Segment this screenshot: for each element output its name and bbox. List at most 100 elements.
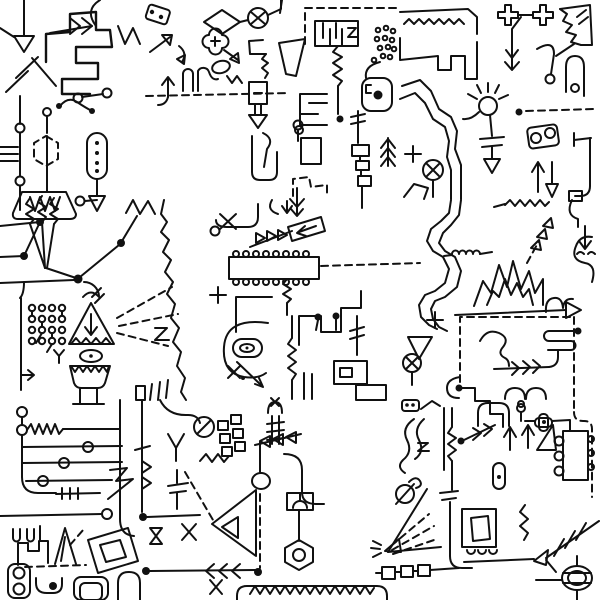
doodle-stroke (149, 383, 153, 401)
doodle-stroke (154, 327, 170, 341)
doodle-stroke (399, 8, 478, 35)
doodle-stroke (390, 45, 398, 53)
doodle-stroke (515, 108, 523, 116)
doodle-stroke (5, 70, 29, 93)
doodle-stroke (27, 325, 37, 335)
doodle-stroke (545, 559, 557, 573)
doodle-stroke (373, 90, 383, 100)
doodle-stroke (439, 490, 459, 494)
doodle-stroke (31, 57, 57, 87)
doodle-stroke (272, 433, 284, 446)
doodle-stroke (116, 332, 169, 347)
doodle-stroke (252, 278, 260, 286)
doodle-stroke (29, 223, 46, 269)
doodle-stroke (565, 55, 585, 97)
doodle-stroke (219, 213, 237, 230)
doodle-stroke (289, 198, 305, 208)
doodle-stroke (157, 381, 161, 401)
doodle-stroke (196, 419, 212, 435)
doodle-stroke (95, 141, 99, 145)
doodle-stroke (236, 585, 388, 600)
doodle-stroke (292, 250, 300, 258)
doodle-stroke (239, 19, 249, 23)
doodle-stroke (27, 369, 35, 381)
doodle-stroke (149, 569, 256, 572)
doodle-stroke (374, 26, 382, 34)
doodle-stroke (562, 430, 589, 481)
doodle-stroke (574, 327, 582, 335)
doodle-stroke (479, 330, 510, 367)
doodle-stroke (262, 132, 272, 168)
doodle-stroke (12, 566, 26, 580)
doodle-stroke (227, 365, 241, 379)
doodle-stroke (587, 449, 595, 457)
doodle-stroke (25, 197, 35, 225)
doodle-stroke (20, 252, 28, 260)
doodle-stroke (332, 45, 343, 87)
doodle-stroke (254, 433, 302, 446)
doodle-stroke (35, 332, 43, 344)
doodle-stroke (290, 208, 304, 217)
doodle-stroke (144, 3, 171, 26)
doodle-stroke (149, 36, 171, 53)
doodle-stroke (400, 565, 414, 578)
doodle-stroke (418, 199, 452, 330)
doodle-stroke (79, 582, 103, 600)
doodle-stroke (351, 144, 370, 157)
doodle-stroke (101, 508, 113, 520)
doodle-stroke (145, 92, 289, 97)
doodle-stroke (279, 0, 283, 14)
doodle-stroke (125, 199, 156, 215)
doodle-stroke (58, 457, 70, 469)
doodle-stroke (483, 158, 501, 174)
doodle-stroke (23, 221, 41, 257)
doodle-stroke (567, 570, 587, 586)
doodle-stroke (169, 490, 187, 494)
doodle-stroke (37, 195, 47, 223)
doodle-stroke (449, 555, 473, 569)
doodle-stroke (457, 437, 465, 445)
doodle-stroke (304, 7, 399, 45)
doodle-stroke (380, 138, 396, 149)
doodle-stroke (399, 37, 478, 80)
doodle-stroke (158, 14, 164, 20)
doodle-stroke (17, 540, 49, 566)
doodle-stroke (551, 419, 571, 432)
doodle-stroke (46, 223, 55, 269)
doodle-stroke (221, 446, 233, 457)
doodle-stroke (503, 426, 517, 438)
doodle-stroke (559, 4, 593, 46)
doodle-stroke (89, 354, 93, 358)
doodle-stroke (498, 94, 509, 100)
doodle-stroke (470, 515, 491, 542)
doodle-stroke (285, 431, 297, 444)
doodle-stroke (215, 203, 259, 228)
doodle-stroke (181, 523, 197, 541)
doodle-stroke (441, 497, 457, 501)
doodle-stroke (46, 343, 53, 353)
doodle-stroke (83, 280, 100, 297)
doodle-stroke (399, 418, 415, 474)
doodle-stroke (57, 325, 67, 335)
doodle-stroke (232, 250, 240, 258)
doodle-stroke (141, 460, 152, 474)
doodle-stroke (37, 475, 49, 487)
doodle-stroke (161, 76, 175, 86)
doodle-stroke (82, 291, 100, 298)
doodle-stroke (16, 406, 28, 418)
doodle-stroke (587, 463, 595, 471)
doodle-stroke (504, 61, 520, 71)
doodle-stroke (149, 527, 163, 545)
doodle-stroke (403, 18, 465, 25)
doodle-stroke (380, 156, 396, 167)
doodle-stroke (121, 215, 138, 242)
doodle-stroke (399, 92, 452, 200)
doodle-stroke (248, 114, 268, 129)
doodle-stroke (405, 356, 419, 370)
doodle-stroke (95, 169, 99, 173)
doodle-stroke (364, 61, 381, 79)
doodle-stroke (542, 420, 546, 424)
doodle-stroke (79, 349, 103, 363)
doodle-stroke (489, 114, 493, 137)
